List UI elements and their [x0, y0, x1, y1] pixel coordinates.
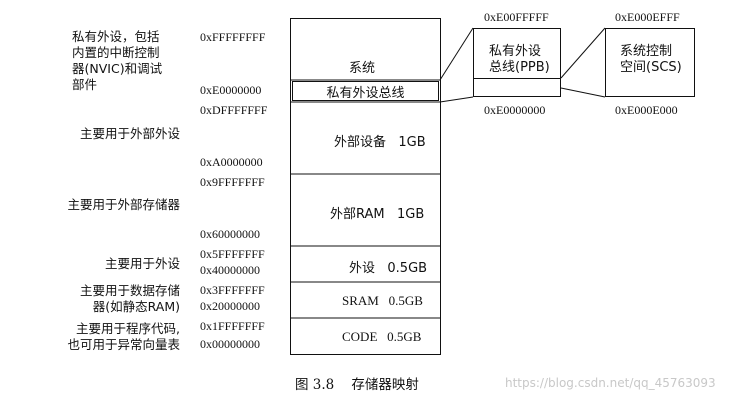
- scs-label-line2: 空间(SCS): [620, 60, 682, 75]
- scs-connector-top: [560, 27, 606, 79]
- scs-connector-bottom: [560, 87, 606, 98]
- scs-top-addr: 0xE000EFFF: [615, 10, 680, 24]
- ppb-label: 私有外设 总线(PPB): [489, 44, 550, 76]
- desc-sram: 主要用于数据存储 器(如静态RAM): [80, 283, 180, 315]
- segment-ext-device-label: 外部设备 1GB: [334, 135, 426, 150]
- segment-peripheral-label: 外设 0.5GB: [349, 261, 428, 276]
- addr-1FFFFFFF: 0x1FFFFFFF: [200, 319, 265, 333]
- segment-ext-ram-label: 外部RAM 1GB: [330, 207, 425, 222]
- watermark: https://blog.csdn.net/qq_45763093: [505, 376, 716, 390]
- addr-E0000000: 0xE0000000: [200, 83, 262, 97]
- addr-5FFFFFFF: 0x5FFFFFFF: [200, 247, 265, 261]
- ppb-label-line2: 总线(PPB): [489, 60, 550, 75]
- memory-map: [290, 18, 441, 355]
- addr-40000000: 0x40000000: [200, 263, 260, 277]
- scs-bottom-addr: 0xE000E000: [615, 103, 678, 117]
- desc-ext-ram: 主要用于外部存储器: [67, 197, 180, 212]
- segment-ppb-bus: 私有外设总线: [292, 81, 439, 101]
- ppb-top-addr: 0xE00FFFFF: [484, 10, 549, 24]
- addr-20000000: 0x20000000: [200, 299, 260, 313]
- desc-system: 私有外设，包括 内置的中断控制 器(NVIC)和调试 部件: [72, 29, 162, 93]
- scs-label: 系统控制 空间(SCS): [620, 44, 682, 76]
- desc-code-line2: 也可用于异常向量表: [67, 337, 180, 352]
- desc-system-line4: 部件: [72, 77, 98, 92]
- ppb-label-line1: 私有外设: [489, 44, 542, 59]
- scs-label-line1: 系统控制: [620, 44, 673, 59]
- addr-60000000: 0x60000000: [200, 227, 260, 241]
- figure-caption: 图 3.8 存储器映射: [295, 377, 419, 393]
- desc-system-line1: 私有外设，包括: [72, 29, 160, 44]
- addr-9FFFFFFF: 0x9FFFFFFF: [200, 175, 265, 189]
- addr-00000000: 0x00000000: [200, 337, 260, 351]
- desc-system-line2: 内置的中断控制: [72, 45, 160, 60]
- desc-sram-line1: 主要用于数据存储: [79, 283, 180, 298]
- ppb-box: [473, 28, 561, 97]
- ppb-connector-bottom: [439, 96, 474, 103]
- desc-code-line1: 主要用于程序代码,: [76, 321, 180, 336]
- desc-sram-line2: 器(如静态RAM): [92, 299, 180, 314]
- ppb-bottom-addr: 0xE0000000: [484, 103, 546, 117]
- segment-system-label: 系统: [349, 61, 376, 76]
- addr-A0000000: 0xA0000000: [200, 155, 263, 169]
- addr-DFFFFFFF: 0xDFFFFFFF: [200, 103, 268, 117]
- segment-ppb-bus-label: 私有外设总线: [326, 85, 405, 101]
- scs-box: [605, 28, 695, 97]
- segment-sram-label: SRAM 0.5GB: [342, 293, 423, 308]
- ppb-scs-band: [474, 78, 560, 88]
- desc-ext-device: 主要用于外部外设: [79, 126, 180, 141]
- ppb-connector-top: [439, 27, 474, 81]
- desc-system-line3: 器(NVIC)和调试: [72, 61, 163, 76]
- desc-code: 主要用于程序代码, 也可用于异常向量表: [67, 321, 180, 353]
- segment-code-label: CODE 0.5GB: [342, 329, 422, 344]
- addr-3FFFFFFF: 0x3FFFFFFF: [200, 283, 265, 297]
- desc-peripheral: 主要用于外设: [104, 256, 180, 271]
- addr-FFFFFFFF: 0xFFFFFFFF: [200, 30, 266, 44]
